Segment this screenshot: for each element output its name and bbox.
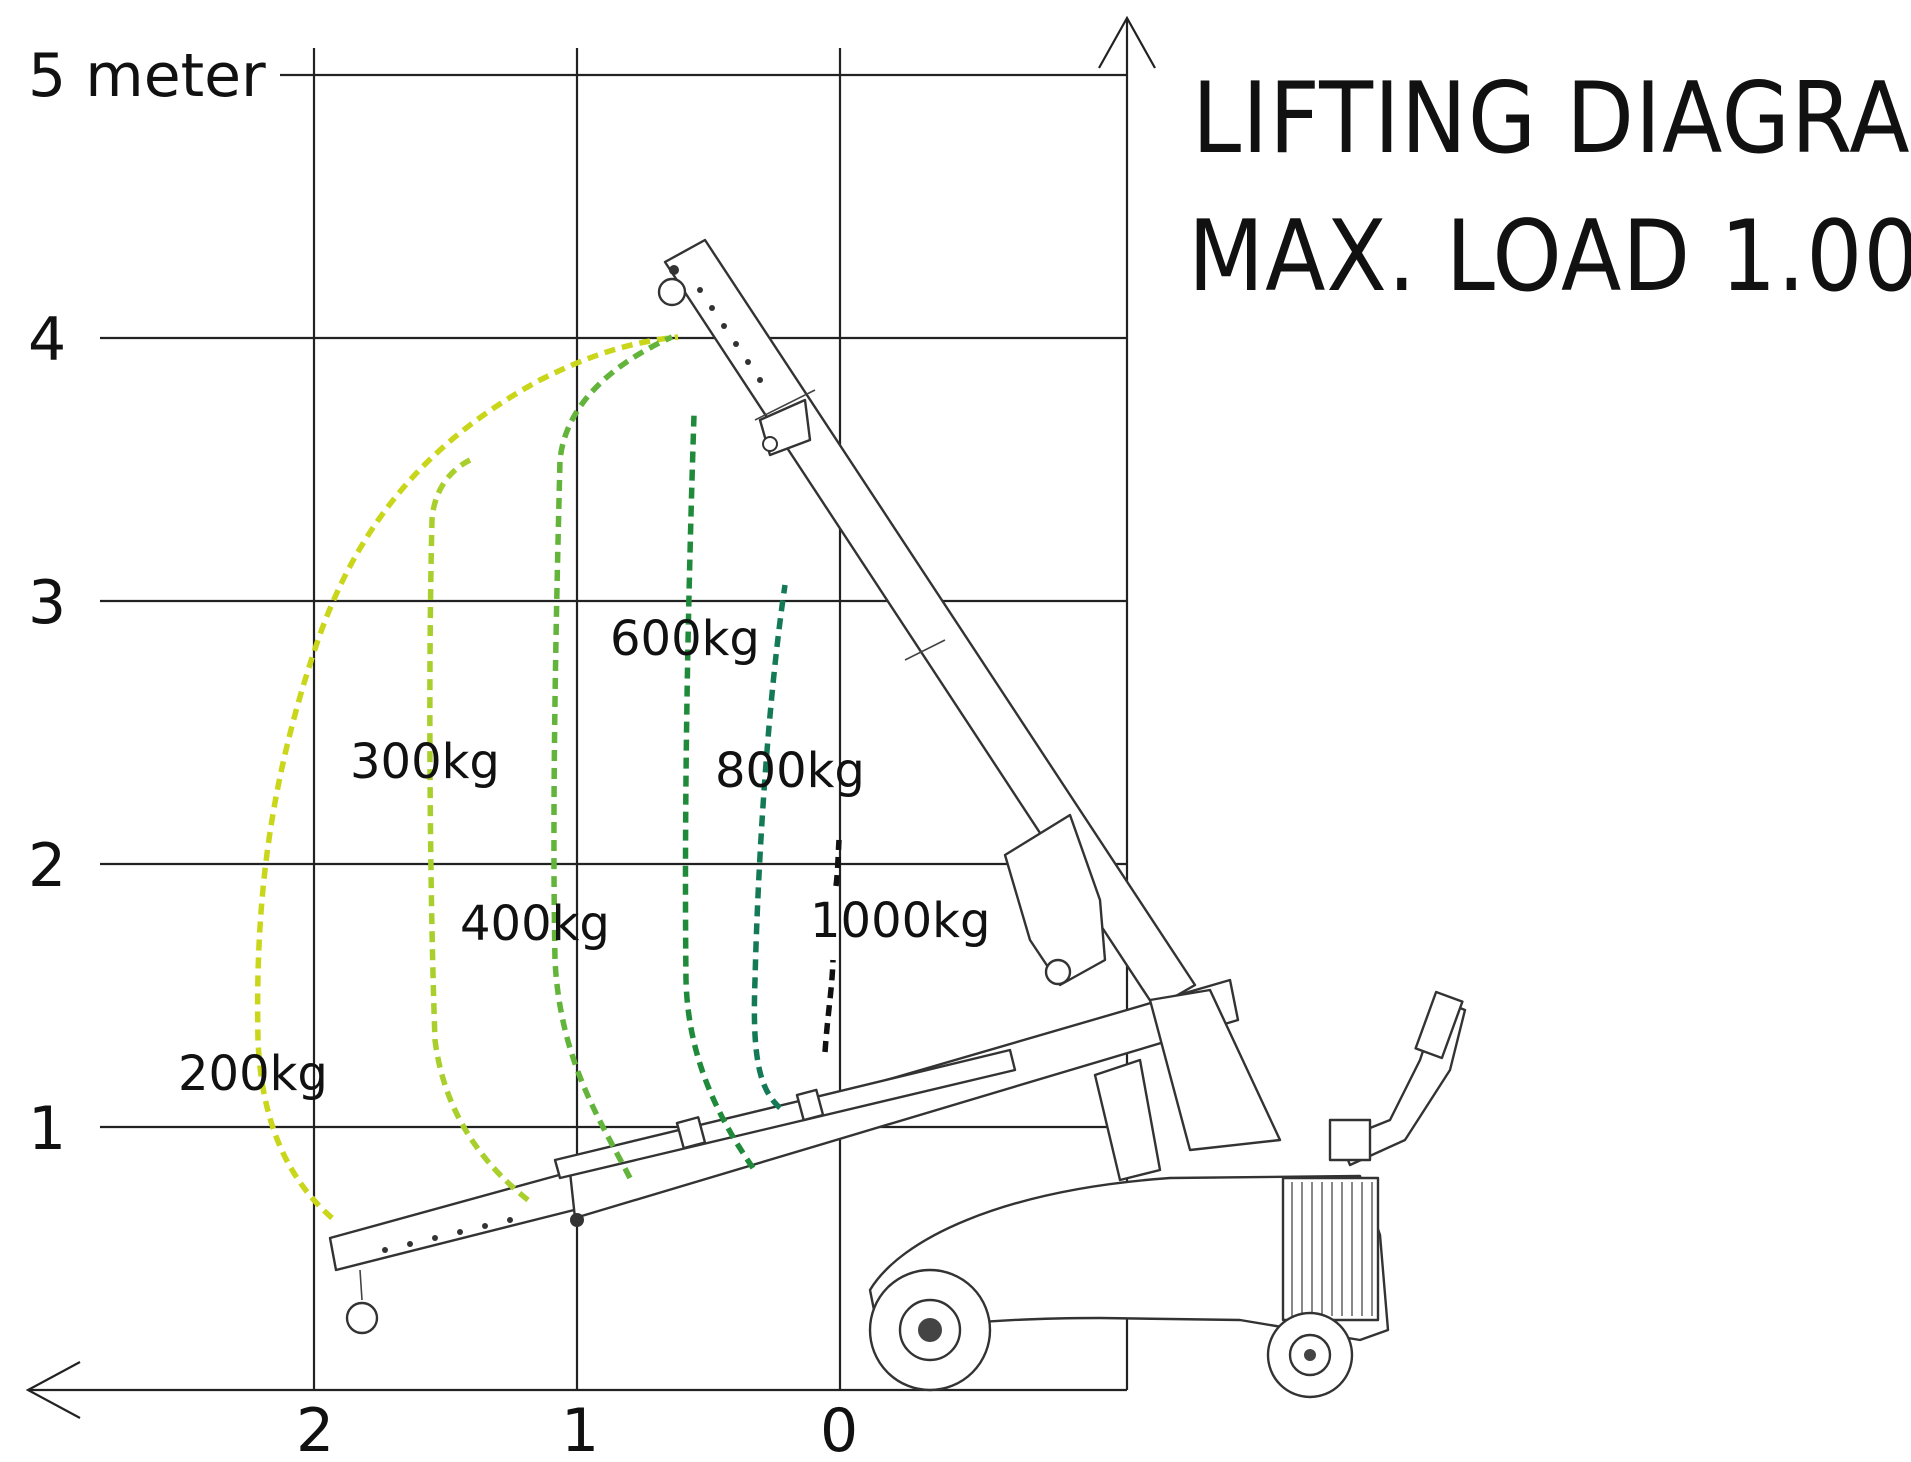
curve-label-300kg: 300kg: [350, 734, 500, 790]
curve-label-600kg: 600kg: [610, 611, 760, 667]
y-tick-label-1: 1: [28, 1094, 66, 1164]
load-curves: [254, 334, 842, 1221]
curve-label-800kg: 800kg: [715, 743, 865, 799]
y-tick-label-5: 5 meter: [28, 41, 266, 111]
diagram-title-line2: MAX. LOAD 1.000 KG: [1188, 200, 1911, 314]
curve-800kg: [751, 584, 788, 1111]
x-tick-label-1: 1: [561, 1396, 599, 1462]
y-tick-label-3: 3: [28, 568, 66, 638]
curve-label-400kg: 400kg: [460, 896, 610, 952]
lower-hook-shank: [359, 1269, 363, 1301]
curve-600kg: [682, 414, 756, 1170]
boom-section-line: [904, 639, 946, 661]
lower-jib: [328, 1170, 584, 1272]
diagram-title-line1: LIFTING DIAGRAM: [1192, 62, 1911, 176]
engine-grille: [1281, 1176, 1380, 1322]
x-axis-arrow-icon: [25, 1361, 81, 1419]
jib-holes: [382, 1217, 513, 1253]
top-hook-icon: [657, 277, 687, 307]
y-tick-label-2: 2: [28, 831, 66, 901]
lower-hook-icon: [345, 1301, 379, 1335]
crane-illustration: [328, 238, 1467, 1399]
handle-base: [1328, 1118, 1372, 1162]
top-hook-pin: [669, 265, 679, 275]
curve-400kg: [551, 334, 674, 1180]
bracket-pin: [1044, 958, 1072, 986]
grid: [25, 15, 1156, 1419]
boom-bracket: [1003, 813, 1107, 987]
x-tick-label-0: 0: [820, 1396, 858, 1462]
cylinder-head-2: [795, 1088, 825, 1122]
handle-grip: [1414, 990, 1464, 1060]
mast-support: [1093, 1058, 1162, 1182]
mast: [1148, 988, 1282, 1152]
curve-label-200kg: 200kg: [178, 1046, 328, 1102]
curve-label-1000kg: 1000kg: [810, 893, 990, 949]
cylinder-head: [675, 1116, 707, 1150]
curve-1000kg: [822, 839, 842, 1053]
boom-holes: [697, 287, 763, 383]
curve-200kg: [254, 334, 679, 1221]
curve-300kg: [427, 457, 530, 1203]
grille-lines: [1291, 1182, 1373, 1316]
hydraulic-cylinder: [553, 1048, 1017, 1180]
y-tick-label-4: 4: [28, 305, 66, 375]
hydraulic-arm: [568, 978, 1240, 1220]
boom-section-line-2: [754, 389, 816, 421]
x-tick-label-2: 2: [296, 1396, 334, 1462]
y-axis-arrow-icon: [1098, 15, 1156, 69]
